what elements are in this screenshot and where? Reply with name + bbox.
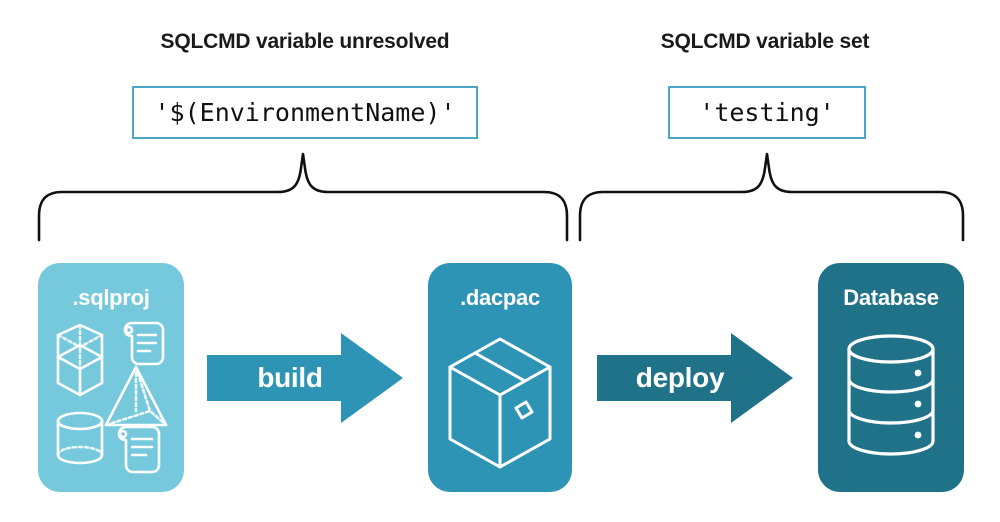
brace-right (578, 152, 965, 242)
script-scroll-icon (123, 321, 165, 366)
arrow-build-shape (207, 333, 403, 423)
stage-box-dacpac-title: .dacpac (460, 285, 540, 310)
arrow-build-label: build (257, 362, 323, 393)
heading-sqlcmd-set: SQLCMD variable set (660, 30, 870, 53)
script-scroll-icon (117, 425, 161, 474)
arrow-build: build (207, 333, 403, 423)
stage-box-database-title: Database (843, 285, 939, 310)
cylinder-icon (56, 411, 104, 465)
cube-icon (56, 323, 104, 397)
pyramid-icon (104, 365, 168, 427)
database-artwork (847, 334, 935, 456)
stage-box-database: Database (818, 263, 964, 492)
sqlproj-artwork (56, 321, 168, 474)
stage-box-sqlproj-title: .sqlproj (72, 285, 150, 310)
stage-box-dacpac: .dacpac (428, 263, 572, 492)
arrow-deploy-shape (597, 333, 793, 423)
database-cylinder-icon (847, 334, 935, 456)
heading-sqlcmd-unresolved: SQLCMD variable unresolved (160, 30, 450, 53)
arrow-deploy: deploy (597, 333, 793, 423)
stage-box-sqlproj: .sqlproj (38, 263, 184, 492)
code-box-testing: 'testing' (668, 86, 866, 139)
arrow-deploy-label: deploy (635, 362, 725, 393)
brace-left (37, 152, 569, 242)
code-box-environment-name: '$(EnvironmentName)' (132, 86, 478, 139)
dacpac-artwork (448, 337, 552, 469)
package-box-icon (448, 337, 552, 469)
